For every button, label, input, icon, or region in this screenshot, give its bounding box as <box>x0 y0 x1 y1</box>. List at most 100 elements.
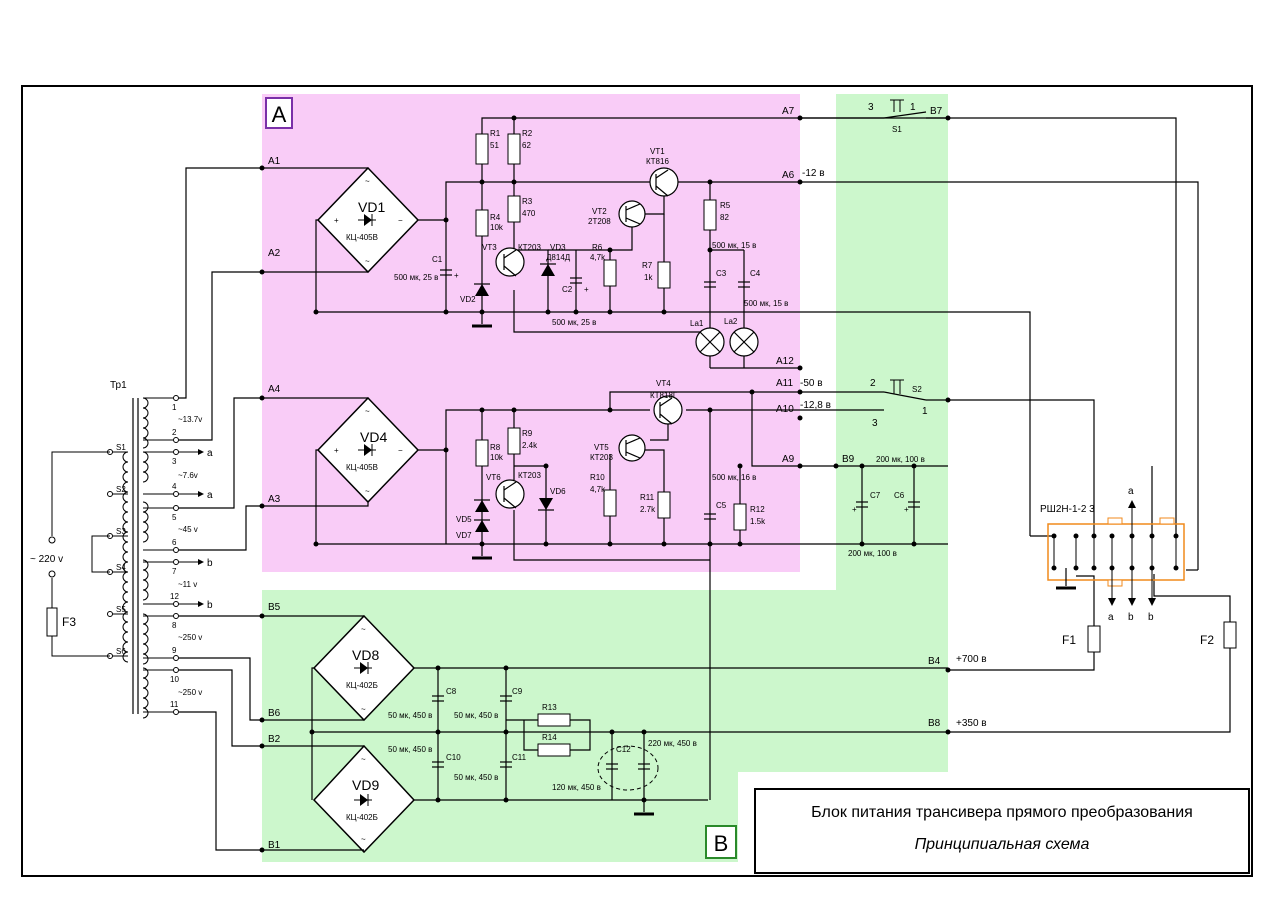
c5-value: 500 мк, 16 в <box>712 473 756 482</box>
winding-45v: ~45 v <box>178 525 198 534</box>
c5-name: C5 <box>716 501 727 510</box>
c9-name: C9 <box>512 687 523 696</box>
c11-name: C11 <box>512 753 527 762</box>
primary-taps <box>46 449 128 659</box>
svg-text:~: ~ <box>365 487 370 496</box>
output-a6: -12 в <box>802 168 825 179</box>
vt2-part: 2T208 <box>588 217 611 226</box>
switch-s2[interactable] <box>800 379 948 411</box>
capacitors-c8-c11 <box>432 695 659 791</box>
r12-value: 1.5k <box>750 517 766 526</box>
capacitor-c4 <box>738 281 750 288</box>
s2-name: S2 <box>912 385 922 394</box>
port-a2: A2 <box>268 248 281 259</box>
winding-250v-b: ~250 v <box>178 688 202 697</box>
r2-name: R2 <box>522 129 533 138</box>
winding-arrows <box>179 449 204 607</box>
pin-12: 12 <box>170 592 179 601</box>
resistor-r1 <box>475 133 489 165</box>
tap-s6: S6 <box>116 647 126 656</box>
vt4-name: VT4 <box>656 379 671 388</box>
svg-text:−: − <box>398 216 403 225</box>
capacitor-c5 <box>704 513 716 520</box>
mark-b1: b <box>207 558 213 569</box>
svg-text:+: + <box>334 216 339 225</box>
port-b1: B1 <box>268 840 281 851</box>
connector-mark-top-a: a <box>1128 486 1134 497</box>
c4-name: C4 <box>750 269 761 278</box>
svg-text:~: ~ <box>365 257 370 266</box>
fuse-f2-label: F2 <box>1200 633 1214 647</box>
port-a4: A4 <box>268 384 281 395</box>
connector-name: РШ2Н-1-2 3 <box>1040 504 1095 515</box>
vd9-label: VD9 <box>352 777 379 793</box>
svg-text:~: ~ <box>365 177 370 186</box>
c6-c7-value-bottom: 200 мк, 100 в <box>848 549 897 558</box>
svg-text:~: ~ <box>361 705 366 714</box>
c1-name: C1 <box>432 255 443 264</box>
zener-vd5 <box>474 499 490 512</box>
tap-s2: S2 <box>116 485 126 494</box>
transistor-vt3 <box>495 247 525 277</box>
pin-4: 4 <box>172 482 177 491</box>
r3-name: R3 <box>522 197 533 206</box>
port-a1: A1 <box>268 156 281 167</box>
vt3-name: VT3 <box>482 243 497 252</box>
fuse-f2 <box>1223 621 1237 649</box>
title-block: Блок питания трансивера прямого преобраз… <box>754 788 1250 874</box>
switch-s1[interactable] <box>800 99 948 119</box>
r3-value: 470 <box>522 209 536 218</box>
vt5-name: VT5 <box>594 443 609 452</box>
connector-rsh2n <box>1047 500 1185 606</box>
transformer-wiring <box>179 167 262 851</box>
c7-name: C7 <box>870 491 881 500</box>
title-block-subtitle: Принципиальная схема <box>914 836 1090 853</box>
r2-value: 62 <box>522 141 531 150</box>
vd6-name: VD6 <box>550 487 566 496</box>
svg-text:~: ~ <box>361 755 366 764</box>
transistor-vt6 <box>495 479 525 509</box>
vt5-part: КТ203 <box>590 453 613 462</box>
svg-text:~: ~ <box>365 407 370 416</box>
port-b7: B7 <box>930 106 943 117</box>
vd1-part: КЦ-405В <box>346 233 378 242</box>
c6-name: C6 <box>894 491 905 500</box>
lamp-la1 <box>695 327 725 357</box>
fuse-f1-label: F1 <box>1062 633 1076 647</box>
r1-name: R1 <box>490 129 501 138</box>
pin-2: 2 <box>172 428 177 437</box>
zone-b-wiring <box>309 665 948 816</box>
resistor-r10 <box>603 489 617 517</box>
s1-pin1: 1 <box>910 102 916 113</box>
vd8-label: VD8 <box>352 647 379 663</box>
c3-name: C3 <box>716 269 727 278</box>
zone-b-frame <box>705 825 737 859</box>
capacitor-c3 <box>704 281 716 288</box>
svg-text:+: + <box>852 505 857 514</box>
r12-name: R12 <box>750 505 765 514</box>
transistor-vt4 <box>653 395 683 425</box>
zone-a-letter: A <box>272 102 287 127</box>
pin-7: 7 <box>172 567 177 576</box>
mains-voltage: ~ 220 v <box>30 554 63 565</box>
resistor-r12 <box>733 503 747 531</box>
capacitor-c2: + <box>570 277 589 294</box>
vd4-label: VD4 <box>360 429 387 445</box>
zener-vd2 <box>474 283 490 296</box>
r11-value: 2.7k <box>640 505 656 514</box>
resistor-r14 <box>537 743 571 757</box>
port-a7: A7 <box>782 106 795 117</box>
resistor-r3 <box>507 195 521 223</box>
svg-text:~: ~ <box>361 835 366 844</box>
connector-mark-bottom-a: a <box>1108 612 1114 623</box>
vd3-name: VD3 <box>550 243 566 252</box>
la1-name: La1 <box>690 319 704 328</box>
c4-value: 500 мк, 15 в <box>744 299 788 308</box>
r5-name: R5 <box>720 201 731 210</box>
bridge-vd9: ~~ <box>262 744 708 854</box>
resistor-r7 <box>657 261 671 289</box>
r7-name: R7 <box>642 261 653 270</box>
c8-name: C8 <box>446 687 457 696</box>
tap-s1: S1 <box>116 443 126 452</box>
port-a6: A6 <box>782 170 795 181</box>
